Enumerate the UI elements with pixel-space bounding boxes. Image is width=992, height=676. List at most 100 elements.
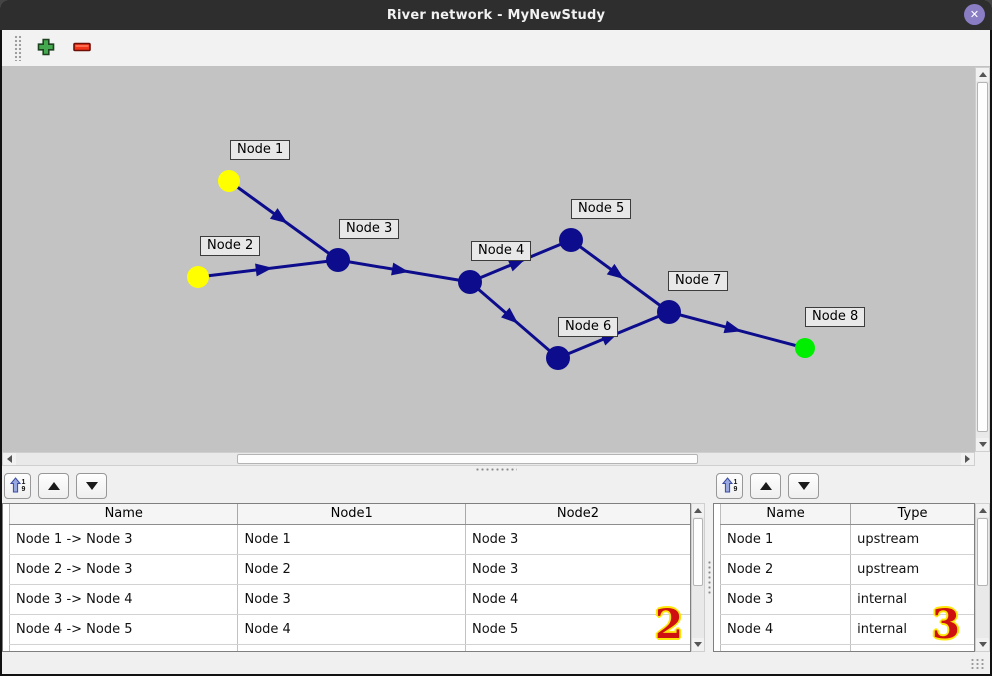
table-cell[interactable]: Node 3 -> Node 4 <box>8 584 239 615</box>
empty-cell <box>719 644 852 651</box>
table-cell[interactable]: Node 2 -> Node 3 <box>8 554 239 585</box>
network-node[interactable] <box>657 300 681 324</box>
scroll-down-arrow[interactable] <box>692 638 704 651</box>
node-label[interactable]: Node 3 <box>339 219 400 239</box>
canvas-vscrollbar[interactable] <box>975 67 990 452</box>
table-cell[interactable]: Node 3 <box>237 584 466 615</box>
node-label[interactable]: Node 7 <box>668 271 729 291</box>
resize-grip-icon[interactable] <box>970 658 986 671</box>
network-node[interactable] <box>795 338 815 358</box>
links-vscroll-thumb[interactable] <box>693 518 703 586</box>
column-header[interactable]: Name <box>8 504 239 525</box>
network-edge[interactable] <box>570 238 670 314</box>
network-graph <box>187 170 815 370</box>
node-label[interactable]: Node 4 <box>471 241 532 261</box>
vertical-splitter[interactable] <box>706 503 713 652</box>
network-node[interactable] <box>458 270 482 294</box>
table-cell[interactable]: Node 2 <box>719 554 852 585</box>
node-label[interactable]: Node 2 <box>200 236 261 256</box>
scroll-up-arrow[interactable] <box>692 504 704 517</box>
table-cell[interactable]: Node 1 <box>719 524 852 555</box>
network-node[interactable] <box>187 266 209 288</box>
down-triangle-icon <box>978 642 987 647</box>
table-cell[interactable]: Node 4 <box>719 614 852 645</box>
toolbar-grip[interactable] <box>14 35 22 61</box>
down-arrow-icon <box>797 482 810 490</box>
empty-row <box>8 644 691 651</box>
network-edge[interactable] <box>228 179 339 262</box>
table-cell[interactable]: Node 4 -> Node 5 <box>8 614 239 645</box>
network-node[interactable] <box>559 228 583 252</box>
canvas-hscrollbar[interactable] <box>2 452 975 466</box>
network-node[interactable] <box>218 170 240 192</box>
titlebar[interactable]: River network - MyNewStudy ✕ <box>0 0 992 30</box>
network-node[interactable] <box>326 248 350 272</box>
up-arrow-icon <box>47 482 60 490</box>
scroll-right-arrow[interactable] <box>961 453 974 465</box>
scroll-down-arrow[interactable] <box>976 438 989 451</box>
network-edge[interactable] <box>469 280 559 360</box>
scroll-up-arrow[interactable] <box>976 68 989 81</box>
nodes-move-up-button[interactable] <box>750 473 781 499</box>
links-move-up-button[interactable] <box>38 473 69 499</box>
column-header[interactable]: Name <box>719 504 852 525</box>
nodes-move-down-button[interactable] <box>788 473 819 499</box>
column-header[interactable]: Type <box>850 504 974 525</box>
table-cell[interactable]: Node 2 <box>237 554 466 585</box>
table-cell[interactable]: Node 3 <box>465 524 690 555</box>
table-cell[interactable]: Node 3 <box>465 554 690 585</box>
canvas-vscroll-thumb[interactable] <box>977 82 988 432</box>
add-button[interactable] <box>34 36 58 60</box>
table-cell[interactable]: internal <box>850 584 974 615</box>
horizontal-splitter[interactable] <box>2 466 990 473</box>
close-button[interactable]: ✕ <box>964 4 985 25</box>
links-table-vscrollbar[interactable] <box>691 503 705 652</box>
node-label[interactable]: Node 5 <box>571 199 632 219</box>
node-label[interactable]: Node 6 <box>558 317 619 337</box>
table-cell[interactable]: Node 1 -> Node 3 <box>8 524 239 555</box>
table-cell[interactable]: upstream <box>850 554 974 585</box>
nodes-table-vscrollbar[interactable] <box>975 503 990 652</box>
nodes-sort-button[interactable]: 1 9 <box>716 473 743 499</box>
sort-digits: 1 9 <box>733 479 738 493</box>
table-cell[interactable]: Node 4 <box>465 584 690 615</box>
canvas-hscroll-thumb[interactable] <box>237 454 698 464</box>
network-canvas[interactable]: Node 1 Node 2 Node 3 Node 4 Node 5 Node 6 Node… <box>2 67 975 452</box>
edge-arrowhead-icon <box>723 320 742 334</box>
network-edge[interactable] <box>469 238 572 284</box>
nodes-panel-toolbar: 1 9 <box>716 473 819 499</box>
network-edge[interactable] <box>197 258 339 279</box>
table-cell[interactable]: internal <box>850 614 974 645</box>
up-arrow-icon <box>759 482 772 490</box>
network-edge[interactable] <box>668 310 806 350</box>
network-edge[interactable] <box>337 258 471 284</box>
remove-button[interactable] <box>70 36 94 60</box>
column-header[interactable]: Node2 <box>465 504 690 525</box>
column-header[interactable]: Node1 <box>237 504 466 525</box>
table-cell[interactable]: Node 4 <box>237 614 466 645</box>
scroll-up-arrow[interactable] <box>976 504 989 517</box>
table-cell[interactable]: Node 1 <box>237 524 466 555</box>
links-sort-button[interactable]: 1 9 <box>4 473 31 499</box>
links-move-down-button[interactable] <box>76 473 107 499</box>
scroll-down-arrow[interactable] <box>976 638 989 651</box>
node-label[interactable]: Node 1 <box>230 140 291 160</box>
nodes-vscroll-thumb[interactable] <box>977 518 988 586</box>
table-cell[interactable]: Node 5 <box>465 614 690 645</box>
table-cell[interactable]: Node 3 <box>719 584 852 615</box>
node-label[interactable]: Node 8 <box>805 307 866 327</box>
network-node[interactable] <box>546 346 570 370</box>
table-cell[interactable]: upstream <box>850 524 974 555</box>
scroll-left-arrow[interactable] <box>3 453 16 465</box>
